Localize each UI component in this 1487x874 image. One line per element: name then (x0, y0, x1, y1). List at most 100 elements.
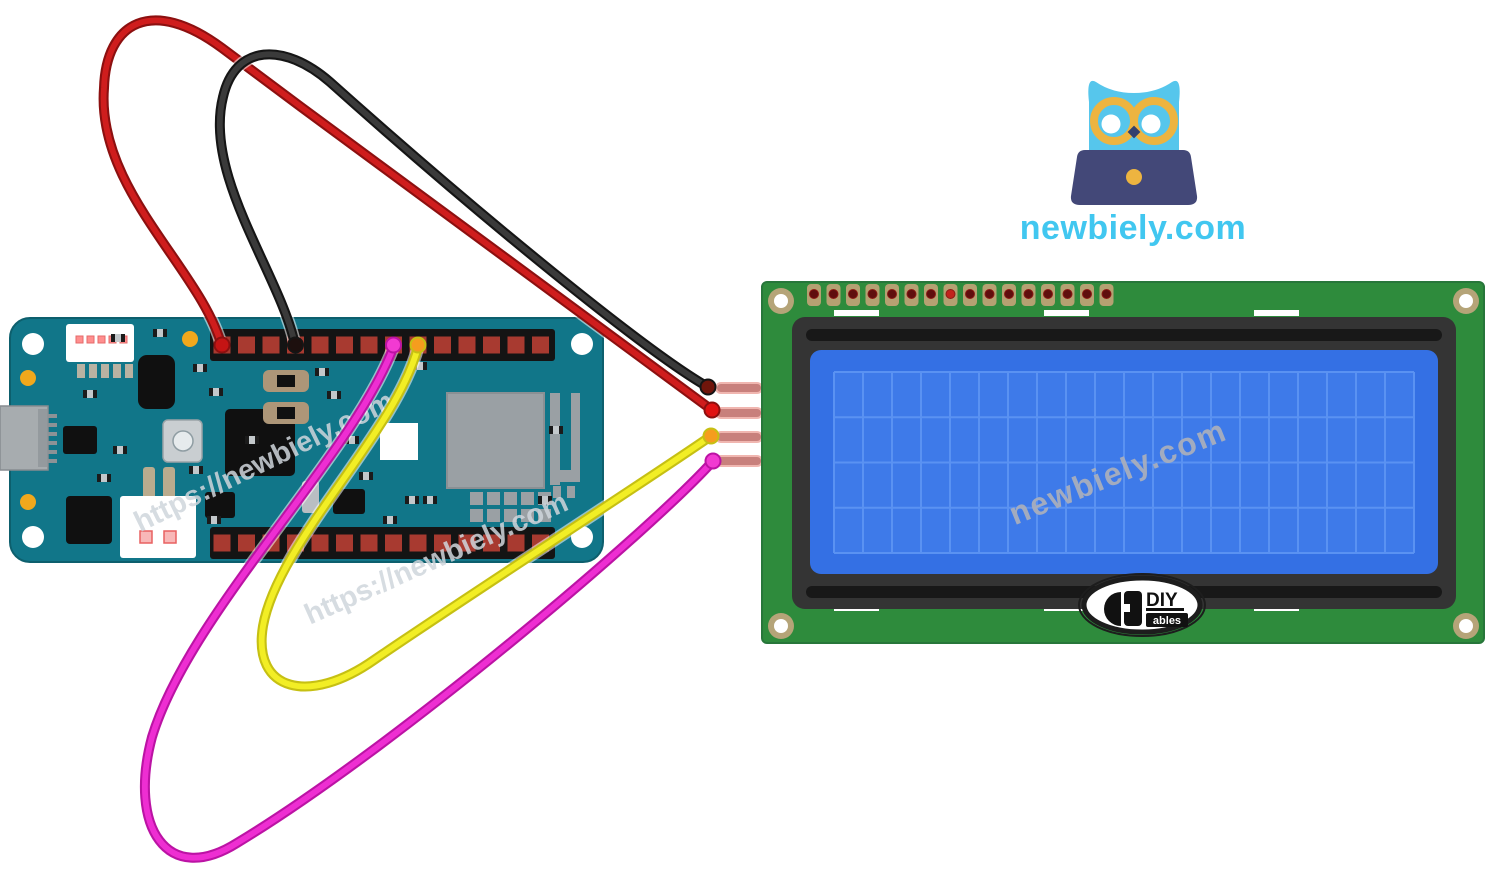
header-pin (311, 336, 329, 354)
diyables-logo: DIY ables (1078, 573, 1206, 637)
inductors (263, 370, 309, 424)
smd-component (405, 496, 419, 504)
mounting-hole (22, 526, 44, 548)
lcd-header-pads (807, 284, 1114, 306)
header-pin (507, 336, 525, 354)
lcd-i2c-pin (715, 382, 763, 394)
module-pad (487, 509, 500, 522)
module-pad (521, 509, 534, 522)
header-pin (507, 534, 525, 552)
pad-hole (1004, 289, 1014, 299)
yellow-wire-lcd-end (702, 427, 720, 445)
smd-component (209, 388, 223, 396)
red-wire-mkr-end (213, 336, 231, 354)
crystal (143, 467, 155, 503)
qfn-chip (66, 496, 112, 544)
smd-component (327, 391, 341, 399)
header-pin (262, 336, 280, 354)
mkr-top-header (210, 329, 555, 361)
reset-button[interactable] (162, 419, 203, 463)
red-wire (97, 14, 721, 419)
header-pin (360, 534, 378, 552)
pad-hole (1082, 289, 1092, 299)
antenna (550, 393, 580, 498)
lcd-i2c-pin (715, 431, 763, 443)
smd-component (83, 390, 97, 398)
yellow-wire (255, 336, 720, 693)
module-pad (521, 492, 534, 505)
header-pin (311, 534, 329, 552)
smd-component (113, 446, 127, 454)
regulator-chip (138, 355, 175, 409)
pad-hole (809, 289, 819, 299)
module-pad (487, 492, 500, 505)
module-pad (504, 492, 517, 505)
header-pin (336, 336, 353, 354)
header-pin (409, 534, 427, 552)
smd-component (245, 436, 259, 444)
owl-icon (1070, 80, 1198, 205)
smd-component (549, 426, 563, 434)
pad-hole (848, 289, 858, 299)
smd-component (207, 516, 221, 524)
header-pin (385, 534, 402, 552)
header-pin (458, 336, 476, 354)
yellow-wire-mkr-end (409, 336, 427, 354)
lcd-i2c-pin (715, 407, 763, 419)
pad-hole (926, 289, 936, 299)
site-name: newbiely.com (1020, 209, 1246, 247)
magenta-wire (138, 336, 722, 865)
module-pad (470, 509, 483, 522)
header-pin (336, 534, 353, 552)
smd-component (97, 474, 111, 482)
pad-hole (984, 289, 995, 299)
crypto-chip (380, 423, 418, 460)
black-wire-lcd-end (699, 378, 717, 396)
lcd-i2c-pin (715, 455, 763, 467)
lcd-i2c-pins (715, 382, 763, 467)
mcu-chip (225, 409, 295, 476)
header-pin (434, 534, 451, 552)
laptop-icon (1070, 150, 1198, 205)
smd-chip (63, 426, 97, 454)
mkr-board (0, 317, 604, 563)
module-pad (504, 509, 517, 522)
smd-component (315, 368, 329, 376)
header-pin (238, 336, 255, 354)
magenta-wire-mkr-end (385, 336, 402, 354)
header-pin (238, 534, 255, 552)
pad-hole (828, 289, 839, 299)
header-pin (483, 534, 500, 552)
smd-component (189, 466, 203, 474)
mounting-hole (571, 333, 593, 355)
led-window (120, 496, 196, 558)
header-pin (213, 534, 231, 552)
header-pin (458, 534, 476, 552)
header-pin (532, 336, 549, 354)
pad-hole (1101, 289, 1112, 299)
test-point (20, 494, 36, 510)
newbiely-logo: newbiely.com (1020, 80, 1246, 247)
diyables-mark (1104, 591, 1142, 626)
red-wire-lcd-end (703, 401, 721, 419)
header-pin (483, 336, 500, 354)
pad-hole (1043, 289, 1053, 299)
pad-hole (945, 289, 956, 299)
test-point (182, 331, 198, 347)
smd-component (111, 334, 125, 342)
smd-component (193, 364, 207, 372)
header-pin (434, 336, 451, 354)
magenta-wire-lcd-end (704, 452, 722, 470)
pad-hole (1023, 289, 1034, 299)
diyables-text-top: DIY (1146, 590, 1178, 611)
lcd-module: newbiely.com DIY ables (715, 281, 1485, 644)
pad-hole (887, 289, 897, 299)
wifi-module (446, 392, 580, 498)
module-pad (470, 492, 483, 505)
pad-hole (965, 289, 975, 299)
smd-component (423, 496, 437, 504)
crystal (163, 467, 175, 503)
smd-component (538, 496, 552, 504)
header-pin (360, 336, 378, 354)
